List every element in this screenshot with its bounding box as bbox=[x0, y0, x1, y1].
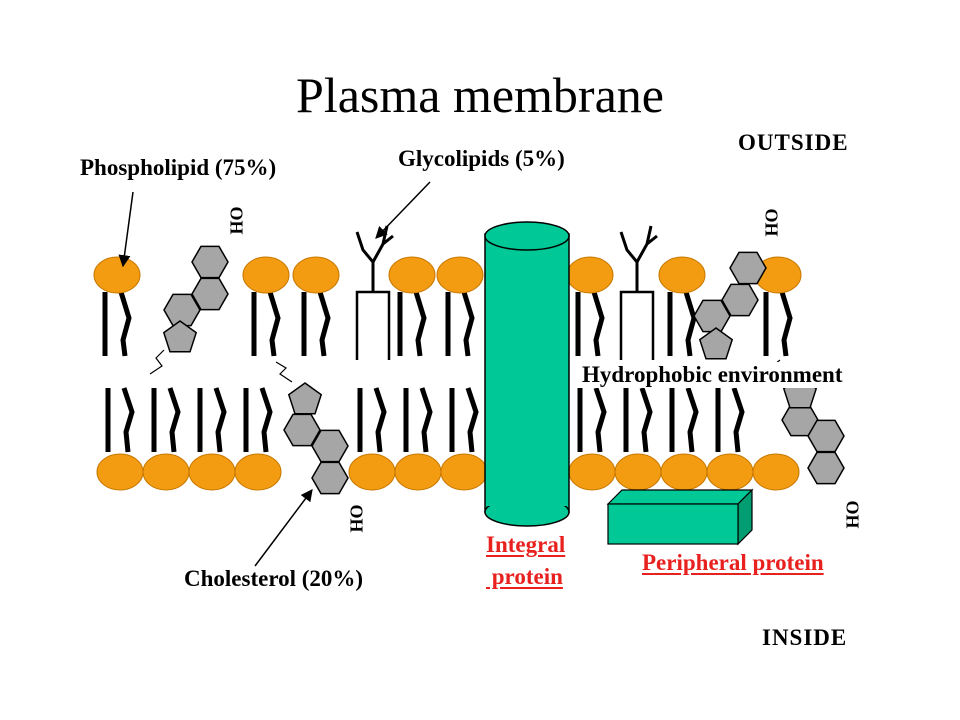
label-arrows bbox=[118, 181, 431, 567]
phospholipid-tail bbox=[591, 291, 605, 357]
phospholipid-head bbox=[566, 256, 614, 294]
phospholipid-tail bbox=[683, 291, 697, 357]
cholesterol-pentagon bbox=[287, 382, 323, 415]
integral-protein-top bbox=[484, 221, 570, 251]
phospholipid-head bbox=[440, 453, 488, 491]
phospholipid-head bbox=[93, 256, 141, 294]
phospholipid-head bbox=[388, 256, 436, 294]
phospholipid-head bbox=[142, 453, 190, 491]
phospholipid-head bbox=[96, 453, 144, 491]
phospholipid-tail bbox=[685, 387, 699, 453]
integral-protein-label-line2: protein bbox=[486, 564, 563, 589]
glycolipid-structures bbox=[355, 225, 658, 360]
hydroxyl-label: OH bbox=[842, 500, 863, 529]
glycolipid-arrow bbox=[375, 181, 431, 239]
phospholipid-head bbox=[752, 453, 800, 491]
phospholipid-tail bbox=[593, 387, 607, 453]
phospholipid-head bbox=[614, 453, 662, 491]
integral-protein-label-line1: Integral bbox=[486, 532, 566, 557]
cholesterol-ring bbox=[729, 251, 767, 285]
cholesterol-tail bbox=[275, 361, 293, 383]
phospholipid-tail bbox=[373, 387, 387, 453]
glycolipid-stem bbox=[355, 290, 391, 360]
hydrophobic-environment-label: Hydrophobic environment bbox=[578, 362, 847, 388]
phospholipid-head bbox=[568, 453, 616, 491]
phospholipid-head bbox=[188, 453, 236, 491]
phospholipid-head bbox=[660, 453, 708, 491]
phospholipid-label: Phospholipid (75%) bbox=[80, 155, 277, 180]
phospholipid-head bbox=[658, 256, 706, 294]
phospholipid-tail bbox=[413, 291, 427, 357]
hydroxyl-label: OH bbox=[346, 504, 367, 533]
peripheral-protein-front bbox=[607, 503, 739, 545]
membrane-proteins bbox=[484, 221, 754, 546]
glycolipids-label: Glycolipids (5%) bbox=[398, 146, 565, 171]
phospholipid-tail bbox=[731, 387, 745, 453]
cholesterol-arrow bbox=[254, 489, 313, 567]
phospholipid-tail bbox=[167, 387, 181, 453]
cholesterol-pentagon bbox=[162, 320, 198, 353]
outside-label: OUTSIDE bbox=[738, 130, 849, 155]
phospholipid-tail bbox=[259, 387, 273, 453]
cholesterol-ring bbox=[721, 283, 759, 317]
phospholipid-head bbox=[348, 453, 396, 491]
phospholipid-tail bbox=[639, 387, 653, 453]
cholesterol-pentagon bbox=[698, 327, 734, 360]
glycolipid-stem bbox=[619, 290, 655, 360]
phospholipid-tail bbox=[419, 387, 433, 453]
integral-protein-fill bbox=[486, 236, 568, 506]
peripheral-protein-label: Peripheral protein bbox=[642, 550, 824, 575]
hydroxyl-label: OH bbox=[226, 206, 247, 235]
cholesterol-ring bbox=[163, 293, 201, 327]
phospholipid-tail bbox=[317, 291, 331, 357]
cholesterol-ring bbox=[807, 451, 845, 485]
phospholipid-head bbox=[394, 453, 442, 491]
phospholipid-head bbox=[234, 453, 282, 491]
hydroxyl-label: OH bbox=[761, 208, 782, 237]
phospholipid-head bbox=[436, 256, 484, 294]
phospholipid-head bbox=[242, 256, 290, 294]
phospholipid-tail bbox=[213, 387, 227, 453]
phospholipid-tail bbox=[779, 291, 793, 357]
cholesterol-ring bbox=[311, 461, 349, 495]
glycolipid-sugar bbox=[619, 225, 658, 292]
diagram-title: Plasma membrane bbox=[296, 67, 664, 123]
peripheral-protein-top bbox=[606, 489, 754, 505]
cholesterol-tail bbox=[149, 349, 165, 375]
cholesterol-ring bbox=[191, 245, 229, 279]
phospholipid-tail bbox=[461, 291, 475, 357]
lipid-tails bbox=[102, 291, 793, 453]
cholesterol-ring bbox=[191, 277, 229, 311]
inside-label: INSIDE bbox=[762, 625, 848, 650]
glycolipid-sugar bbox=[355, 225, 394, 292]
phospholipid-tail bbox=[465, 387, 479, 453]
phospholipid-arrow bbox=[118, 191, 134, 268]
cholesterol-ring bbox=[311, 429, 349, 463]
phospholipid-tail bbox=[118, 291, 132, 357]
phospholipid-head bbox=[706, 453, 754, 491]
cholesterol-label: Cholesterol (20%) bbox=[184, 566, 364, 591]
phospholipid-head bbox=[292, 256, 340, 294]
cholesterol-ring bbox=[807, 419, 845, 453]
cholesterol-molecules bbox=[149, 245, 845, 495]
phospholipid-tail bbox=[121, 387, 135, 453]
phospholipid-tail bbox=[267, 291, 281, 357]
